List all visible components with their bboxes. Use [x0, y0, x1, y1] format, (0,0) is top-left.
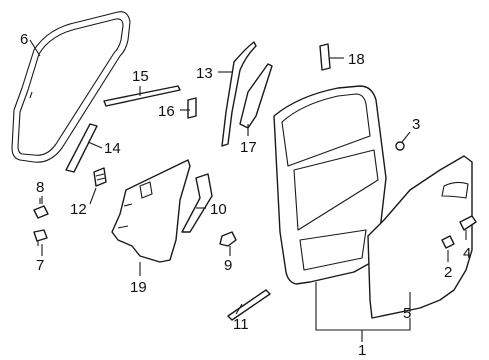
- clip-part-8: [33, 198, 49, 219]
- callout-2: 2: [444, 264, 452, 281]
- callout-12: 12: [70, 201, 87, 218]
- callout-4: 4: [463, 245, 471, 262]
- callout-1: 1: [358, 342, 366, 359]
- callout-5: 5: [403, 305, 411, 322]
- handle-cap-part-4: [459, 215, 477, 231]
- trim-part-16: [187, 97, 197, 119]
- callout-19: 19: [130, 279, 147, 296]
- callout-7: 7: [36, 257, 44, 274]
- callout-14: 14: [104, 140, 121, 157]
- callout-16: 16: [158, 103, 175, 120]
- callout-10: 10: [210, 201, 227, 218]
- callout-6: 6: [20, 31, 28, 48]
- garnish-part-18: [319, 43, 331, 71]
- callout-18: 18: [348, 51, 365, 68]
- callout-15: 15: [132, 68, 149, 85]
- leader-lines: [29, 39, 467, 342]
- glass-channel: [181, 173, 213, 233]
- callout-3: 3: [412, 116, 420, 133]
- callout-11: 11: [233, 316, 249, 333]
- clip-part-7: [33, 229, 48, 246]
- grommet-part-9: [219, 231, 237, 247]
- weatherstrip-seal: [11, 11, 131, 163]
- outer-door-skin: [367, 155, 473, 319]
- window-garnish: [239, 63, 273, 129]
- inner-panel: [111, 159, 191, 263]
- callout-9: 9: [224, 257, 232, 274]
- callout-13: 13: [196, 65, 213, 82]
- fastener-part-2: [441, 235, 455, 249]
- trim-strip: [65, 123, 98, 173]
- bracket-part-12: [93, 167, 107, 187]
- roof-moulding-strip: [103, 85, 181, 107]
- callout-17: 17: [240, 139, 257, 156]
- sash-trim: [221, 41, 257, 147]
- lower-moulding: [227, 289, 271, 321]
- callout-8: 8: [36, 179, 44, 196]
- rear-door-shell: [273, 85, 387, 285]
- plug-part-3: [395, 141, 405, 151]
